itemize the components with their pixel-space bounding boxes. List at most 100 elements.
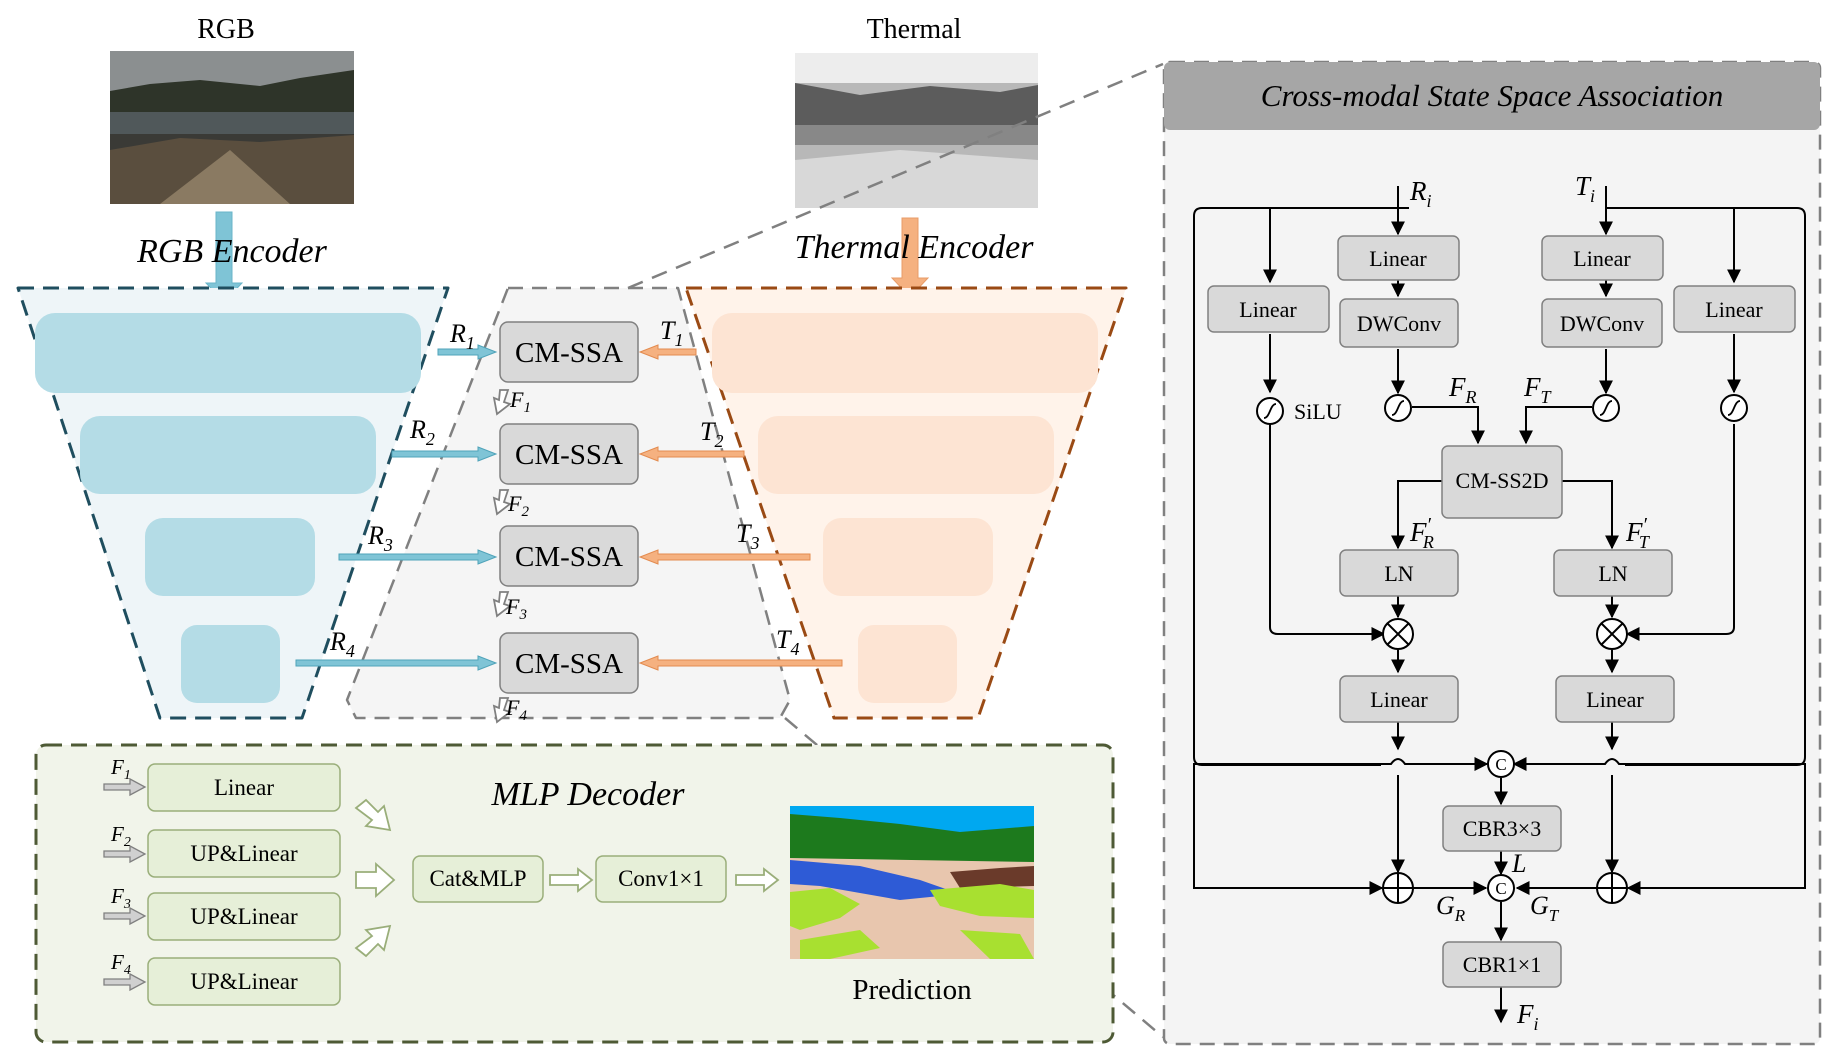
thermal-stage-2-block xyxy=(758,416,1054,494)
rgb-input-label: RGB xyxy=(197,14,255,45)
svg-text:UP&Linear: UP&Linear xyxy=(190,969,298,994)
detail-linear-t-bottom: Linear xyxy=(1555,675,1675,723)
svg-text:R3: R3 xyxy=(367,521,393,555)
svg-text:R2: R2 xyxy=(409,415,435,449)
svg-text:CBR3×3: CBR3×3 xyxy=(1463,816,1541,841)
thermal-input-image xyxy=(795,53,1038,208)
detail-l-label: L xyxy=(1511,849,1526,878)
decoder-input-arrows xyxy=(103,777,147,992)
svg-text:C: C xyxy=(1495,879,1506,898)
rgb-stage-2-block xyxy=(80,416,376,494)
svg-text:CM-SSA: CM-SSA xyxy=(515,541,623,573)
decoder-up-linear-block-4: UP&Linear xyxy=(147,957,341,1006)
svg-text:Linear: Linear xyxy=(1239,297,1297,322)
fusion-column-frame xyxy=(345,286,792,720)
detail-output-label: Fi xyxy=(1516,999,1539,1034)
rgb-encoder-title: RGB Encoder xyxy=(136,233,328,270)
detail-linear-t-side: Linear xyxy=(1673,285,1796,333)
svg-text:Linear: Linear xyxy=(1705,297,1763,322)
cm-ss2d-block: CM-SS2D xyxy=(1441,445,1563,519)
svg-text:F2: F2 xyxy=(507,491,529,520)
detail-dwconv-r: DWConv xyxy=(1339,298,1459,348)
svg-text:F4: F4 xyxy=(110,950,131,978)
decoder-input-labels: F1 F2 F3 F4 xyxy=(110,755,131,978)
svg-text:R4: R4 xyxy=(329,627,355,661)
rgb-feature-arrows xyxy=(295,344,498,671)
detail-fr-label: FR xyxy=(1448,372,1477,407)
svg-text:T4: T4 xyxy=(776,625,799,659)
svg-text:F3: F3 xyxy=(110,884,131,912)
svg-text:F1: F1 xyxy=(110,755,131,783)
detail-ln-t: LN xyxy=(1553,549,1673,597)
cm-ssa-block-1: CM-SSA xyxy=(499,321,639,383)
detail-r-input-label: Ri xyxy=(1409,176,1432,211)
multiply-icons xyxy=(1382,618,1628,650)
svg-text:CBR1×1: CBR1×1 xyxy=(1463,952,1541,977)
svg-text:R1: R1 xyxy=(449,319,475,353)
fused-feature-arrows xyxy=(492,389,512,724)
thermal-stage-3-block xyxy=(823,518,993,596)
thermal-feature-labels: T1 T2 T3 T4 xyxy=(660,316,799,659)
svg-text:Linear: Linear xyxy=(1586,687,1644,712)
cmssa-fusion-wiring xyxy=(1193,757,1806,1024)
svg-text:C: C xyxy=(1495,755,1506,774)
thermal-encoder-title: Thermal Encoder xyxy=(795,229,1035,266)
detail-t-input-label: Ti xyxy=(1575,171,1595,206)
svg-text:F2: F2 xyxy=(110,822,131,850)
rgb-stage-4-block xyxy=(181,625,280,703)
detail-linear-r-bottom: Linear xyxy=(1339,675,1459,723)
detail-linear-r-top: Linear xyxy=(1337,235,1460,281)
detail-fr-prime-label: F′R xyxy=(1409,514,1434,552)
decoder-up-linear-block-2: UP&Linear xyxy=(147,829,341,878)
add-icons xyxy=(1382,872,1628,904)
svg-text:UP&Linear: UP&Linear xyxy=(190,904,298,929)
prediction-label: Prediction xyxy=(852,974,972,1006)
svg-text:DWConv: DWConv xyxy=(1560,311,1644,336)
svg-text:DWConv: DWConv xyxy=(1357,311,1441,336)
svg-text:T1: T1 xyxy=(660,316,683,350)
concat-icon-upper: C xyxy=(1487,750,1515,778)
svg-text:F3: F3 xyxy=(505,594,527,623)
detail-ln-r: LN xyxy=(1339,549,1459,597)
svg-text:CM-SSA: CM-SSA xyxy=(515,439,623,471)
cm-ssa-block-4: CM-SSA xyxy=(499,632,639,694)
rgb-stage-1-block xyxy=(35,313,421,393)
rgb-feature-labels: R1 R2 R3 R4 xyxy=(329,319,475,661)
svg-text:Linear: Linear xyxy=(1369,246,1427,271)
svg-text:F4: F4 xyxy=(505,695,527,724)
decoder-merge-arrows xyxy=(354,798,780,958)
detail-linear-r-side: Linear xyxy=(1207,285,1330,333)
prediction-image xyxy=(790,806,1034,959)
svg-text:CM-SSA: CM-SSA xyxy=(515,648,623,680)
detail-gr-label: GR xyxy=(1436,891,1466,925)
svg-text:LN: LN xyxy=(1384,561,1413,586)
thermal-stage-4-block xyxy=(858,625,957,703)
cbr1x1-block: CBR1×1 xyxy=(1442,941,1562,988)
fused-feature-labels: F1 F2 F3 F4 xyxy=(505,387,531,724)
detail-dwconv-t: DWConv xyxy=(1541,298,1663,348)
cm-ssa-block-2: CM-SSA xyxy=(499,423,639,485)
detail-linear-t-top: Linear xyxy=(1541,235,1664,281)
svg-text:LN: LN xyxy=(1598,561,1627,586)
thermal-input-label: Thermal xyxy=(867,14,962,45)
thermal-stage-1-block xyxy=(712,313,1098,393)
concat-icon-lower: C xyxy=(1487,874,1515,902)
svg-text:CM-SS2D: CM-SS2D xyxy=(1456,468,1549,493)
svg-text:Conv1×1: Conv1×1 xyxy=(618,866,704,891)
conv1x1-block: Conv1×1 xyxy=(595,855,727,903)
cbr3x3-block: CBR3×3 xyxy=(1442,805,1562,852)
cmssa-detail-header xyxy=(1164,62,1820,130)
cmssa-detail-title: Cross-modal State Space Association xyxy=(1261,78,1723,113)
svg-text:Linear: Linear xyxy=(1573,246,1631,271)
svg-text:F1: F1 xyxy=(509,387,531,416)
svg-text:T2: T2 xyxy=(700,417,723,451)
svg-text:Cat&MLP: Cat&MLP xyxy=(429,866,526,891)
rgb-input-image xyxy=(110,51,354,204)
decoder-linear-block-1: Linear xyxy=(147,763,341,812)
decoder-up-linear-block-3: UP&Linear xyxy=(147,892,341,941)
silu-label: SiLU xyxy=(1294,399,1342,424)
zoom-line-top xyxy=(627,62,1164,290)
svg-text:Linear: Linear xyxy=(1370,687,1428,712)
rgb-encoder-frame xyxy=(16,286,450,720)
